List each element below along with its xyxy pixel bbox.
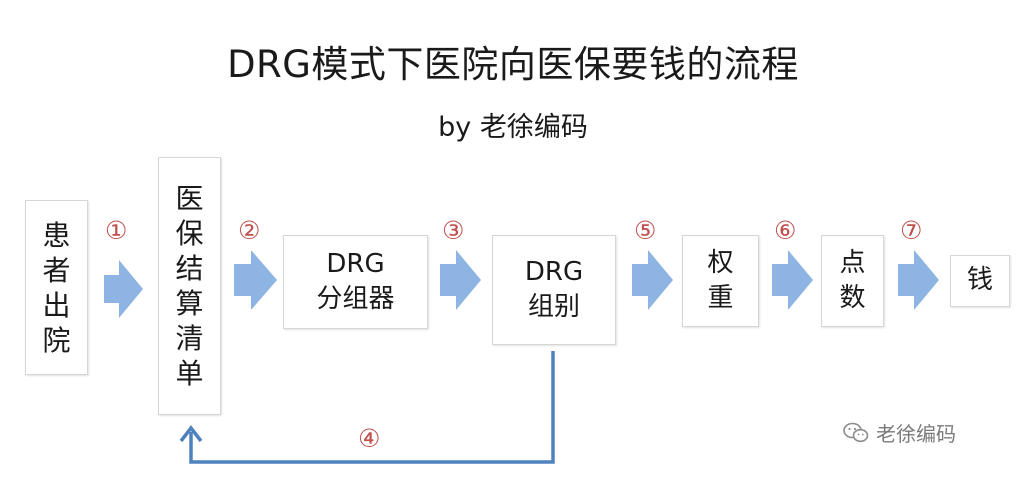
wechat-icon xyxy=(843,422,869,442)
node-drg-group: DRG 组别 xyxy=(492,235,616,345)
diagram-title: DRG模式下医院向医保要钱的流程 xyxy=(227,43,799,86)
arrow-1 xyxy=(104,260,143,318)
node-settlement-list-label: 医 保 结 算 清 单 xyxy=(175,182,204,390)
arrow-5 xyxy=(632,250,673,310)
watermark: 老徐编码 xyxy=(842,418,956,447)
feedback-arrowhead xyxy=(179,425,203,443)
step-number-6: ⑥ xyxy=(774,216,797,245)
step-number-1: ① xyxy=(105,216,128,245)
node-patient-discharge: 患 者 出 院 xyxy=(25,200,88,375)
node-money-label: 钱 xyxy=(966,265,993,296)
step-number-7: ⑦ xyxy=(900,216,923,245)
step-number-3: ③ xyxy=(442,216,465,245)
node-points: 点 数 xyxy=(821,235,884,327)
node-money: 钱 xyxy=(950,255,1010,307)
arrow-2 xyxy=(234,250,277,310)
arrow-3 xyxy=(440,250,481,310)
node-weight: 权 重 xyxy=(682,235,759,327)
step-number-2: ② xyxy=(238,216,261,245)
watermark-text: 老徐编码 xyxy=(876,422,956,446)
feedback-line xyxy=(189,351,555,464)
node-points-label: 点 数 xyxy=(839,247,866,313)
diagram-subtitle: by 老徐编码 xyxy=(438,112,588,143)
node-drg-grouper: DRG 分组器 xyxy=(283,235,428,329)
node-settlement-list: 医 保 结 算 清 单 xyxy=(158,157,221,415)
step-number-4: ④ xyxy=(358,424,381,453)
arrow-6 xyxy=(772,250,813,310)
node-weight-label: 权 重 xyxy=(707,247,734,313)
node-drg-grouper-label: DRG 分组器 xyxy=(316,248,395,314)
step-number-5: ⑤ xyxy=(634,216,657,245)
node-patient-discharge-label: 患 者 出 院 xyxy=(42,218,71,357)
node-drg-group-label: DRG 组别 xyxy=(524,256,584,322)
arrow-7 xyxy=(898,250,939,310)
